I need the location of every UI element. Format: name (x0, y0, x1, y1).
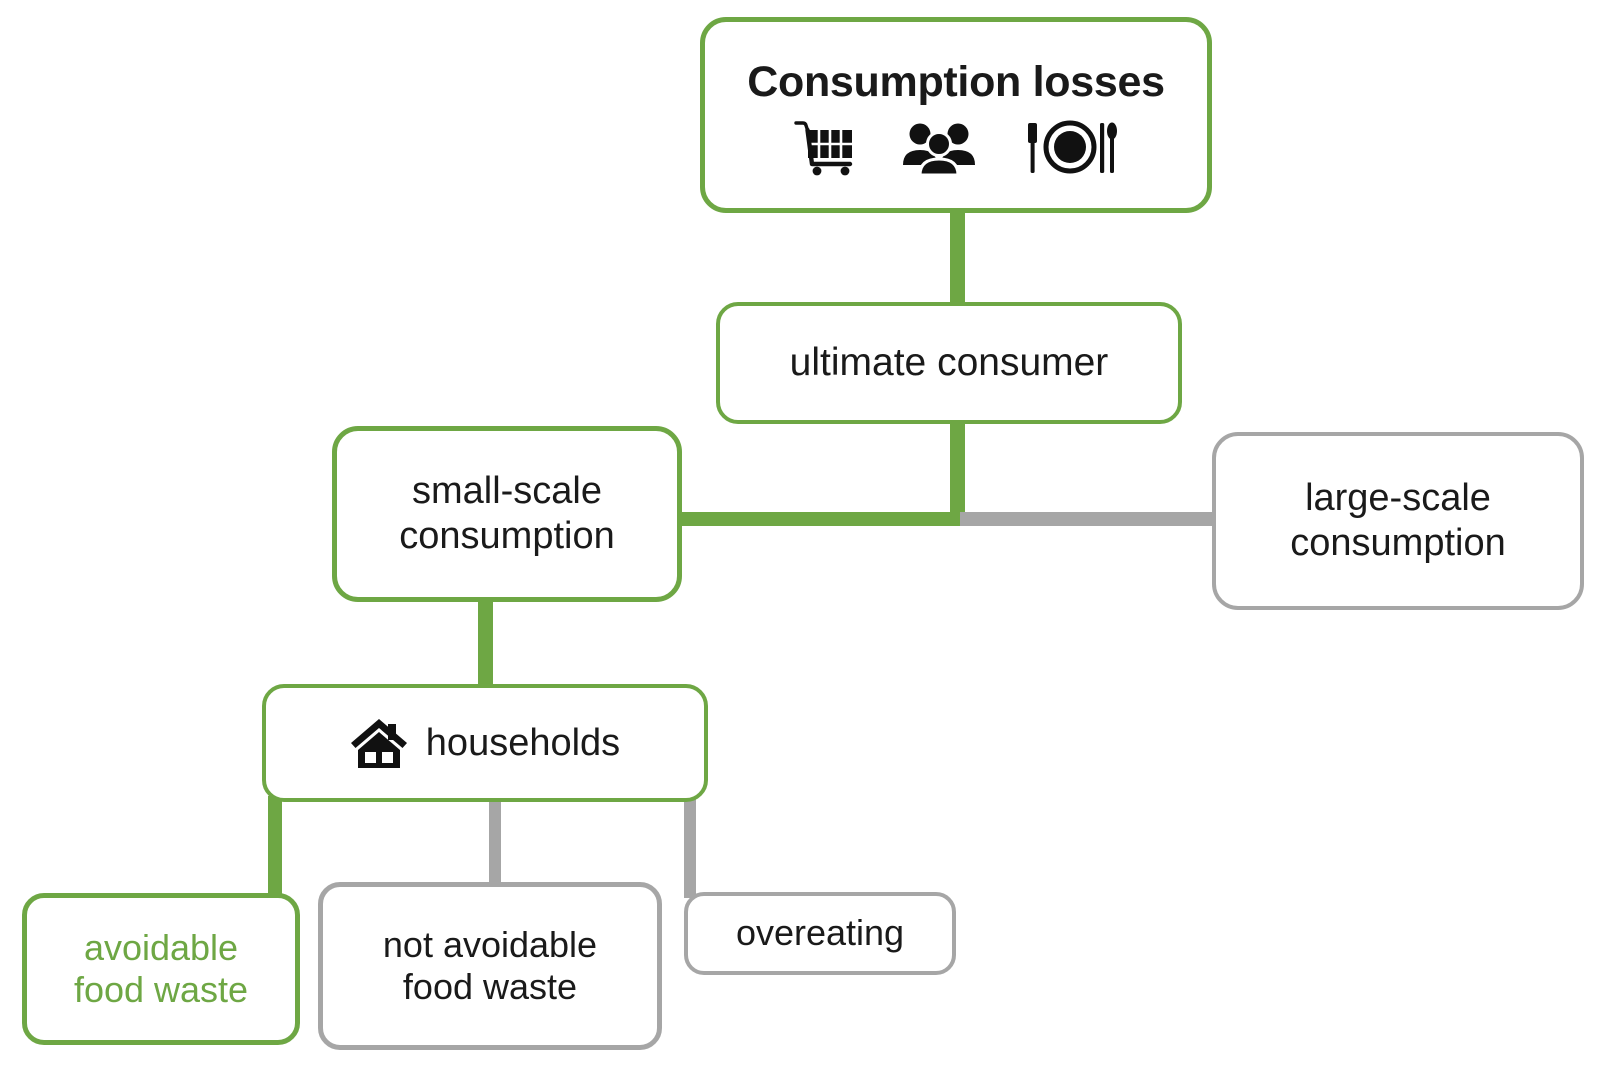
people-group-icon (900, 120, 978, 177)
edge-small-scale-to-households (478, 596, 493, 690)
node-avoidable-food-waste[interactable]: avoidable food waste (22, 893, 300, 1045)
plate-cutlery-icon (1022, 119, 1118, 177)
edge-junction-to-small-scale (676, 512, 960, 526)
node-not-avoidable-food-waste[interactable]: not avoidable food waste (318, 882, 662, 1050)
node-households-content: households (350, 716, 620, 770)
node-ultimate-consumer-label: ultimate consumer (789, 340, 1109, 384)
node-consumption-losses[interactable]: Consumption losses (700, 17, 1212, 213)
node-small-scale-consumption[interactable]: small-scale consumption (332, 426, 682, 602)
node-consumption-losses-label: Consumption losses (747, 57, 1165, 106)
node-households[interactable]: households (262, 684, 708, 802)
node-not-avoidable-food-waste-label: not avoidable food waste (382, 923, 598, 1007)
node-overeating[interactable]: overeating (684, 892, 956, 975)
node-large-scale-consumption-label: large-scale consumption (1290, 477, 1506, 564)
edge-junction-to-large-scale (960, 512, 1218, 526)
node-small-scale-consumption-label: small-scale consumption (399, 470, 615, 557)
edge-consumption-losses-to-ultimate-consumer (950, 208, 965, 308)
node-households-label: households (425, 721, 621, 764)
house-icon (350, 716, 408, 770)
edge-households-to-avoidable-food-waste (268, 796, 282, 900)
node-ultimate-consumer[interactable]: ultimate consumer (716, 302, 1182, 424)
edge-households-to-not-avoidable-food-waste (489, 796, 501, 888)
icon-row (794, 119, 1118, 177)
edge-ultimate-consumer-down (950, 418, 965, 524)
node-large-scale-consumption[interactable]: large-scale consumption (1212, 432, 1584, 610)
node-overeating-label: overeating (735, 912, 905, 954)
node-avoidable-food-waste-label: avoidable food waste (73, 926, 249, 1010)
shopping-cart-icon (794, 120, 856, 176)
edge-households-to-overeating (684, 796, 696, 898)
